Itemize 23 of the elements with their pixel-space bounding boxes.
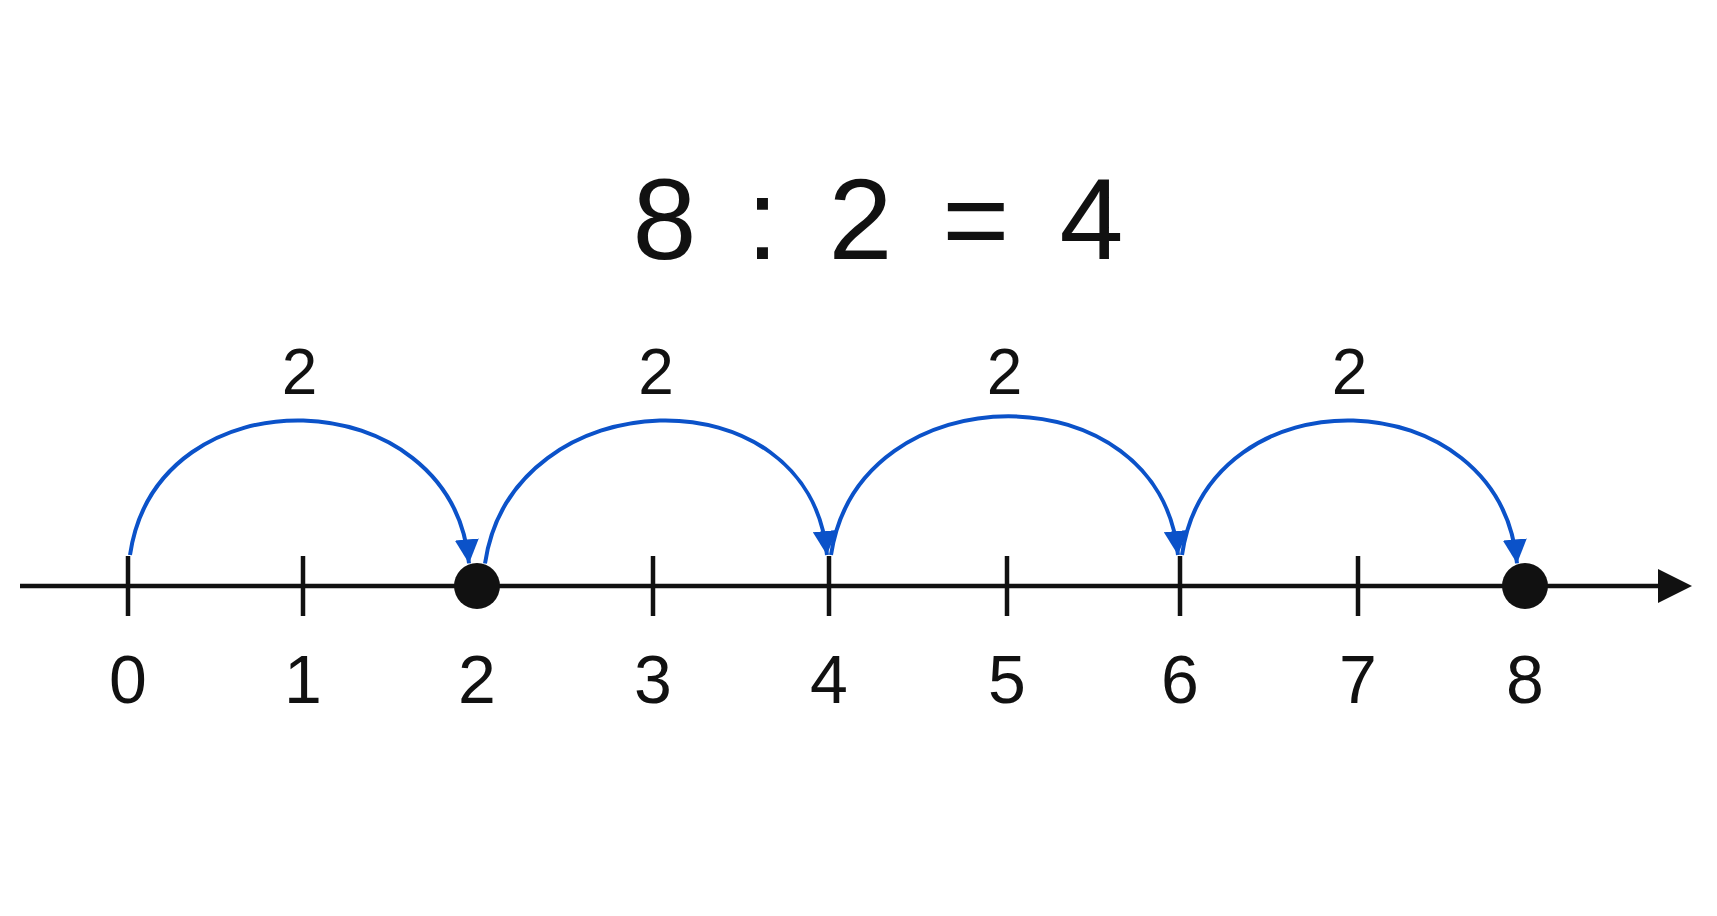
tick-label: 6 xyxy=(1161,645,1199,713)
tick-label: 5 xyxy=(988,645,1026,713)
tick-label: 2 xyxy=(458,645,496,713)
jump-arrow xyxy=(1180,418,1524,564)
point-dot xyxy=(1502,563,1548,609)
jump-arrow xyxy=(829,414,1185,556)
jump-label: 2 xyxy=(1331,340,1368,404)
jump-label: 2 xyxy=(986,340,1023,404)
tick-label: 4 xyxy=(810,645,848,713)
tick-mark xyxy=(125,556,131,616)
tick-label: 8 xyxy=(1506,645,1544,713)
tick-label: 0 xyxy=(109,645,147,713)
jump-label: 2 xyxy=(638,340,674,404)
tick-label: 7 xyxy=(1339,645,1377,713)
jump-label: 2 xyxy=(281,340,318,404)
jump-arrow xyxy=(483,418,834,564)
tick-mark xyxy=(826,556,832,616)
point-dot xyxy=(454,563,500,609)
tick-mark xyxy=(1177,556,1183,616)
tick-label: 3 xyxy=(634,645,672,713)
equation-title: 8 : 2 = 4 xyxy=(632,161,1124,277)
tick-label: 1 xyxy=(284,645,322,713)
jump-arrow xyxy=(128,418,476,564)
